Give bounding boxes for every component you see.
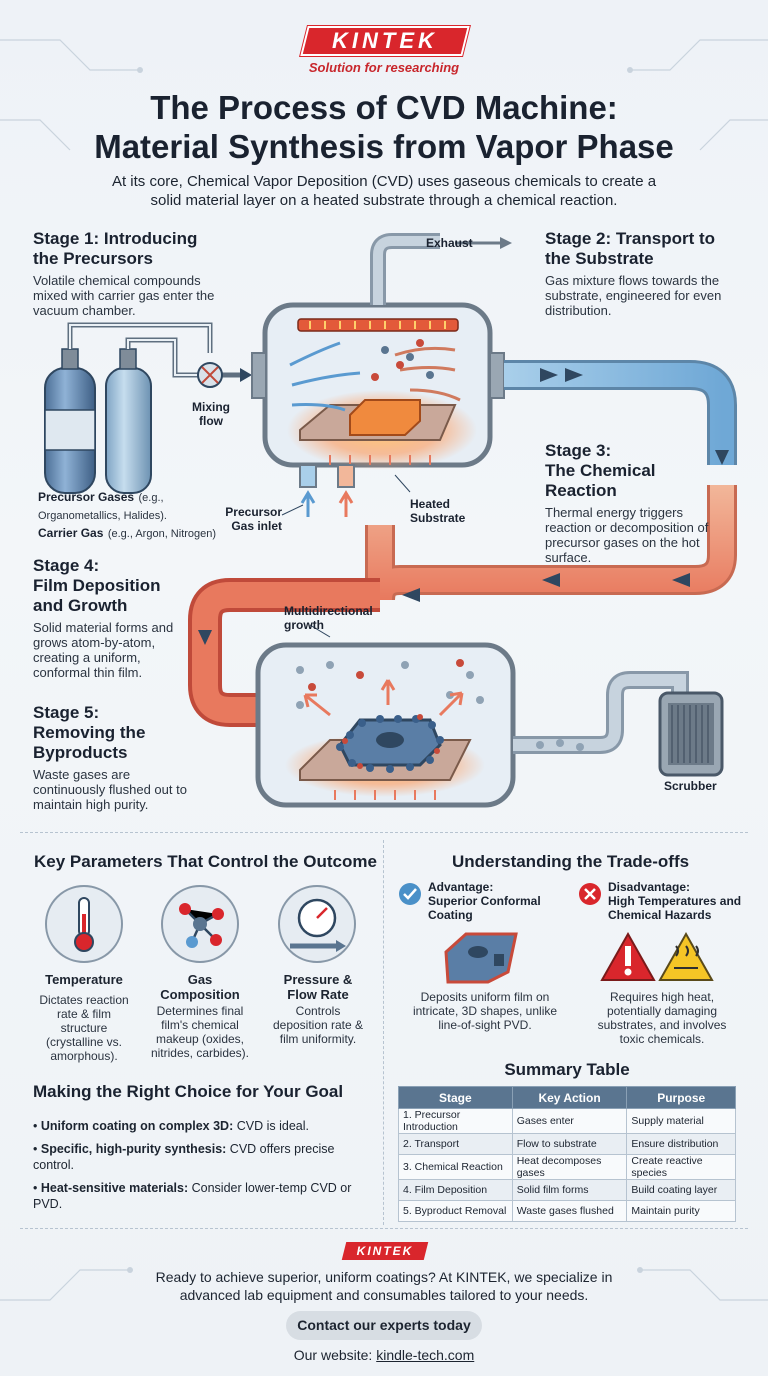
footer-logo: KINTEK: [356, 1244, 414, 1258]
table-row: 2. Transport Flow to substrate Ensure di…: [398, 1133, 736, 1155]
conformal-part-icon: [444, 932, 518, 984]
website-line: Our website: kindle-tech.com: [293, 1347, 475, 1363]
table-row: 5. Byproduct Removal Waste gases flushed…: [398, 1200, 736, 1222]
table-cell: 3. Chemical Reaction: [398, 1154, 513, 1180]
title-line-1: The Process of CVD Machine:: [150, 89, 618, 126]
section-divider: [20, 832, 748, 833]
byproduct-pipe: [513, 674, 686, 751]
deposition-pipe: [192, 582, 380, 723]
summary-header-action: Key Action: [511, 1086, 628, 1109]
table-cell: Create reactive species: [626, 1154, 736, 1180]
hot-surface-icon: [658, 931, 714, 981]
parameter-pressure-flow: Pressure & Flow Rate Controls deposition…: [272, 972, 364, 1046]
stage-3: Stage 3: The Chemical Reaction Thermal e…: [545, 441, 709, 565]
page-title: The Process of CVD Machine: Material Syn…: [20, 88, 748, 166]
parameter-icons: [45, 885, 356, 963]
choice-item: • Heat-sensitive materials: Consider low…: [33, 1181, 352, 1211]
table-row: 3. Chemical Reaction Heat decomposes gas…: [398, 1154, 736, 1180]
table-cell: Gases enter: [511, 1108, 628, 1134]
kintek-logo: KINTEK: [332, 28, 438, 53]
multidirectional-growth-label: Multidirectional growth: [284, 604, 373, 632]
title-line-2: Material Synthesis from Vapor Phase: [94, 128, 674, 165]
disadvantage-heading: Disadvantage: High Temperatures and Chem…: [608, 880, 742, 922]
gas-inlet-label: Precursor Gas inlet: [225, 505, 282, 533]
parameter-gas-composition: Gas Composition Determines final film's …: [150, 972, 250, 1060]
disadvantage-description: Requires high heat, potentially damaging…: [597, 990, 727, 1046]
website-link[interactable]: kindle-tech.com: [376, 1347, 475, 1363]
logo-tagline: Solution for researching: [308, 60, 460, 75]
advantage-description: Deposits uniform film on intricate, 3D s…: [412, 990, 558, 1032]
multidirectional-arrows: [303, 679, 464, 717]
footer-text: Ready to achieve superior, uniform coati…: [155, 1269, 613, 1303]
molecule-icon: [161, 885, 239, 963]
table-cell: 5. Byproduct Removal: [398, 1200, 513, 1222]
table-cell: Heat decomposes gases: [511, 1154, 628, 1180]
scrubber-unit: [658, 691, 724, 777]
summary-table: Stage Key Action Purpose 1. Precursor In…: [398, 1086, 736, 1222]
thermometer-icon: [45, 885, 123, 963]
summary-header-stage: Stage: [398, 1086, 513, 1109]
contact-experts-button[interactable]: Contact our experts today: [286, 1311, 482, 1340]
heated-substrate-label: Heated Substrate: [410, 497, 466, 525]
tradeoffs-title: Understanding the Trade-offs: [452, 852, 690, 871]
table-row: 1. Precursor Introduction Gases enter Su…: [398, 1108, 736, 1134]
cross-icon: [579, 883, 601, 905]
table-cell: Build coating layer: [626, 1179, 736, 1201]
table-row: 4. Film Deposition Solid film forms Buil…: [398, 1179, 736, 1201]
warning-icon: [600, 931, 656, 981]
parameters-title: Key Parameters That Control the Outcome: [34, 852, 377, 871]
table-cell: Waste gases flushed: [511, 1200, 628, 1222]
exhaust-label: Exhaust: [426, 236, 473, 250]
stage-5: Stage 5: Removing the Byproducts Waste g…: [33, 703, 187, 812]
column-divider: [383, 840, 384, 1225]
parameter-temperature: Temperature Dictates reaction rate & fil…: [39, 972, 129, 1063]
heater-element: [297, 318, 459, 332]
mixing-flow-label: Mixing flow: [192, 400, 230, 428]
choice-list: • Uniform coating on complex 3D: CVD is …: [33, 1118, 378, 1219]
scrubber-label: Scrubber: [664, 779, 717, 793]
gas-flow-arrows: [289, 341, 461, 412]
transport-pipe-cold: [504, 363, 734, 465]
gas-caption: Precursor Gases (e.g., Organometallics, …: [38, 490, 217, 540]
stage-1: Stage 1: Introducing the Precursors Vola…: [33, 229, 215, 318]
choice-item: • Specific, high-purity synthesis: CVD o…: [33, 1142, 335, 1172]
check-icon: [399, 883, 421, 905]
gauge-icon: [278, 885, 356, 963]
summary-header-purpose: Purpose: [626, 1086, 736, 1109]
table-cell: Flow to substrate: [511, 1133, 628, 1155]
summary-table-wrap: Stage Key Action Purpose 1. Precursor In…: [398, 1086, 736, 1222]
table-cell: 4. Film Deposition: [398, 1179, 513, 1201]
cvd-process-diagram: [44, 233, 737, 808]
table-cell: 1. Precursor Introduction: [398, 1108, 513, 1134]
choice-item: • Uniform coating on complex 3D: CVD is …: [33, 1119, 309, 1133]
table-cell: Maintain purity: [626, 1200, 736, 1222]
choice-title: Making the Right Choice for Your Goal: [33, 1082, 344, 1101]
gas-cylinder-carrier: [105, 348, 152, 494]
table-cell: 2. Transport: [398, 1133, 513, 1155]
table-cell: Supply material: [626, 1108, 736, 1134]
stage-4: Stage 4: Film Deposition and Growth Soli…: [33, 556, 174, 680]
table-cell: Solid film forms: [511, 1179, 628, 1201]
advantage-heading: Advantage: Superior Conformal Coating: [428, 880, 541, 922]
footer-divider: [20, 1228, 748, 1229]
stage-2: Stage 2: Transport to the Substrate Gas …: [545, 229, 722, 318]
summary-title: Summary Table: [504, 1060, 630, 1079]
tradeoff-graphics: [399, 883, 714, 984]
gas-cylinder-precursor: [44, 348, 96, 494]
table-cell: Ensure distribution: [626, 1133, 736, 1155]
intro-text: At its core, Chemical Vapor Deposition (…: [111, 173, 657, 209]
